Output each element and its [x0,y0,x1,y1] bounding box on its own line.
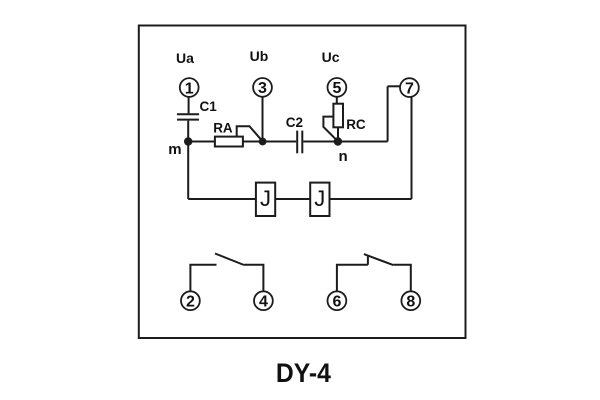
svg-text:6: 6 [332,293,341,310]
svg-text:5: 5 [332,80,341,97]
svg-text:8: 8 [406,293,415,310]
svg-text:J: J [314,186,325,211]
svg-text:4: 4 [259,293,268,310]
svg-text:DY-4: DY-4 [276,358,331,388]
svg-text:3: 3 [258,80,267,97]
svg-text:C1: C1 [200,99,218,114]
svg-text:n: n [339,148,348,165]
svg-text:Uc: Uc [322,49,340,65]
svg-text:1: 1 [185,80,194,97]
svg-text:Ua: Ua [176,50,194,66]
svg-text:RA: RA [213,121,233,136]
svg-text:RC: RC [346,117,366,132]
svg-text:C2: C2 [286,115,303,130]
svg-text:7: 7 [405,80,414,97]
svg-text:2: 2 [186,293,195,310]
svg-text:J: J [260,186,271,211]
svg-text:m: m [168,141,181,158]
svg-text:Ub: Ub [250,48,269,64]
